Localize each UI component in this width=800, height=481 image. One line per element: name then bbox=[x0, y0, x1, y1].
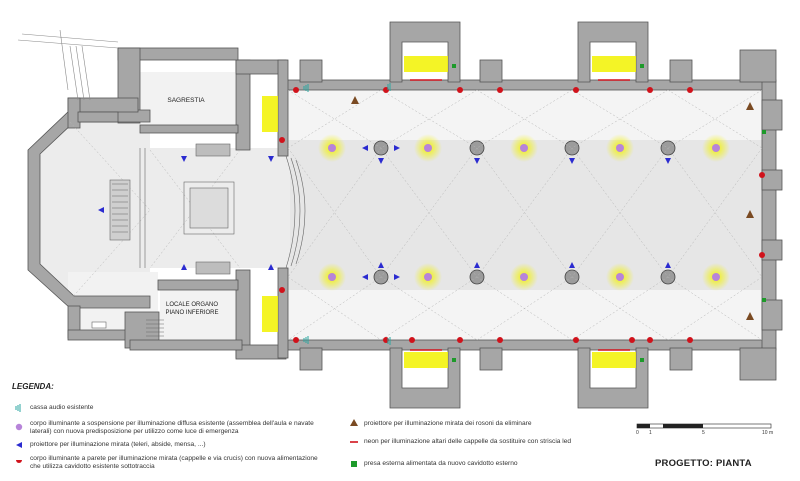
projectors bbox=[98, 145, 671, 280]
scale-label-1: 1 bbox=[649, 430, 652, 436]
pendant-lights bbox=[318, 134, 730, 291]
legend-socket: presa esterna alimentata da nuovo cavido… bbox=[364, 460, 518, 467]
scale-bar bbox=[636, 423, 772, 429]
pendant-light-icon bbox=[15, 423, 23, 431]
external-steps bbox=[17, 29, 119, 101]
walls bbox=[27, 21, 783, 409]
vault-lines bbox=[69, 89, 763, 341]
neon-icon bbox=[350, 441, 358, 443]
legend-projector: proiettore per illuminazione mirata (tel… bbox=[30, 441, 206, 448]
legend-speaker: cassa audio esistente bbox=[30, 404, 94, 411]
projector-icon bbox=[16, 442, 22, 448]
project-title: PROGETTO: PIANTA bbox=[655, 458, 752, 469]
wall-light-icon bbox=[16, 460, 22, 463]
external-sockets bbox=[452, 64, 766, 362]
scale-label-5: 5 bbox=[702, 430, 705, 436]
presbytery-details bbox=[109, 143, 306, 275]
scale-label-10: 10 m bbox=[762, 430, 774, 436]
legend-title: LEGENDA: bbox=[12, 382, 54, 391]
speakers bbox=[303, 83, 391, 345]
chapel-highlights bbox=[262, 56, 636, 368]
room-label-piano-inferiore: PIANO INFERIORE bbox=[165, 310, 218, 316]
scale-label-0: 0 bbox=[636, 430, 639, 436]
socket-icon bbox=[351, 461, 357, 467]
speaker-icon bbox=[15, 404, 21, 412]
room-label-sagrestia: SAGRESTIA bbox=[167, 97, 205, 104]
neon-lines bbox=[410, 79, 630, 351]
rose-projectors bbox=[351, 96, 754, 320]
rose-projector-icon bbox=[350, 419, 358, 426]
legend-wall-light: corpo illuminante a parete per illuminaz… bbox=[30, 455, 318, 470]
legend-rose-projector: proiettore per illuminazione mirata dei … bbox=[364, 420, 532, 427]
wall-lights bbox=[279, 87, 765, 343]
nave-columns bbox=[373, 140, 676, 285]
legend-neon: neon per illuminazione altari delle capp… bbox=[364, 438, 572, 445]
room-label-locale-organo: LOCALE ORGANO bbox=[166, 302, 218, 308]
legend-pendant: corpo illuminante a sospensione per illu… bbox=[30, 420, 314, 435]
organ-stairs bbox=[91, 319, 164, 337]
